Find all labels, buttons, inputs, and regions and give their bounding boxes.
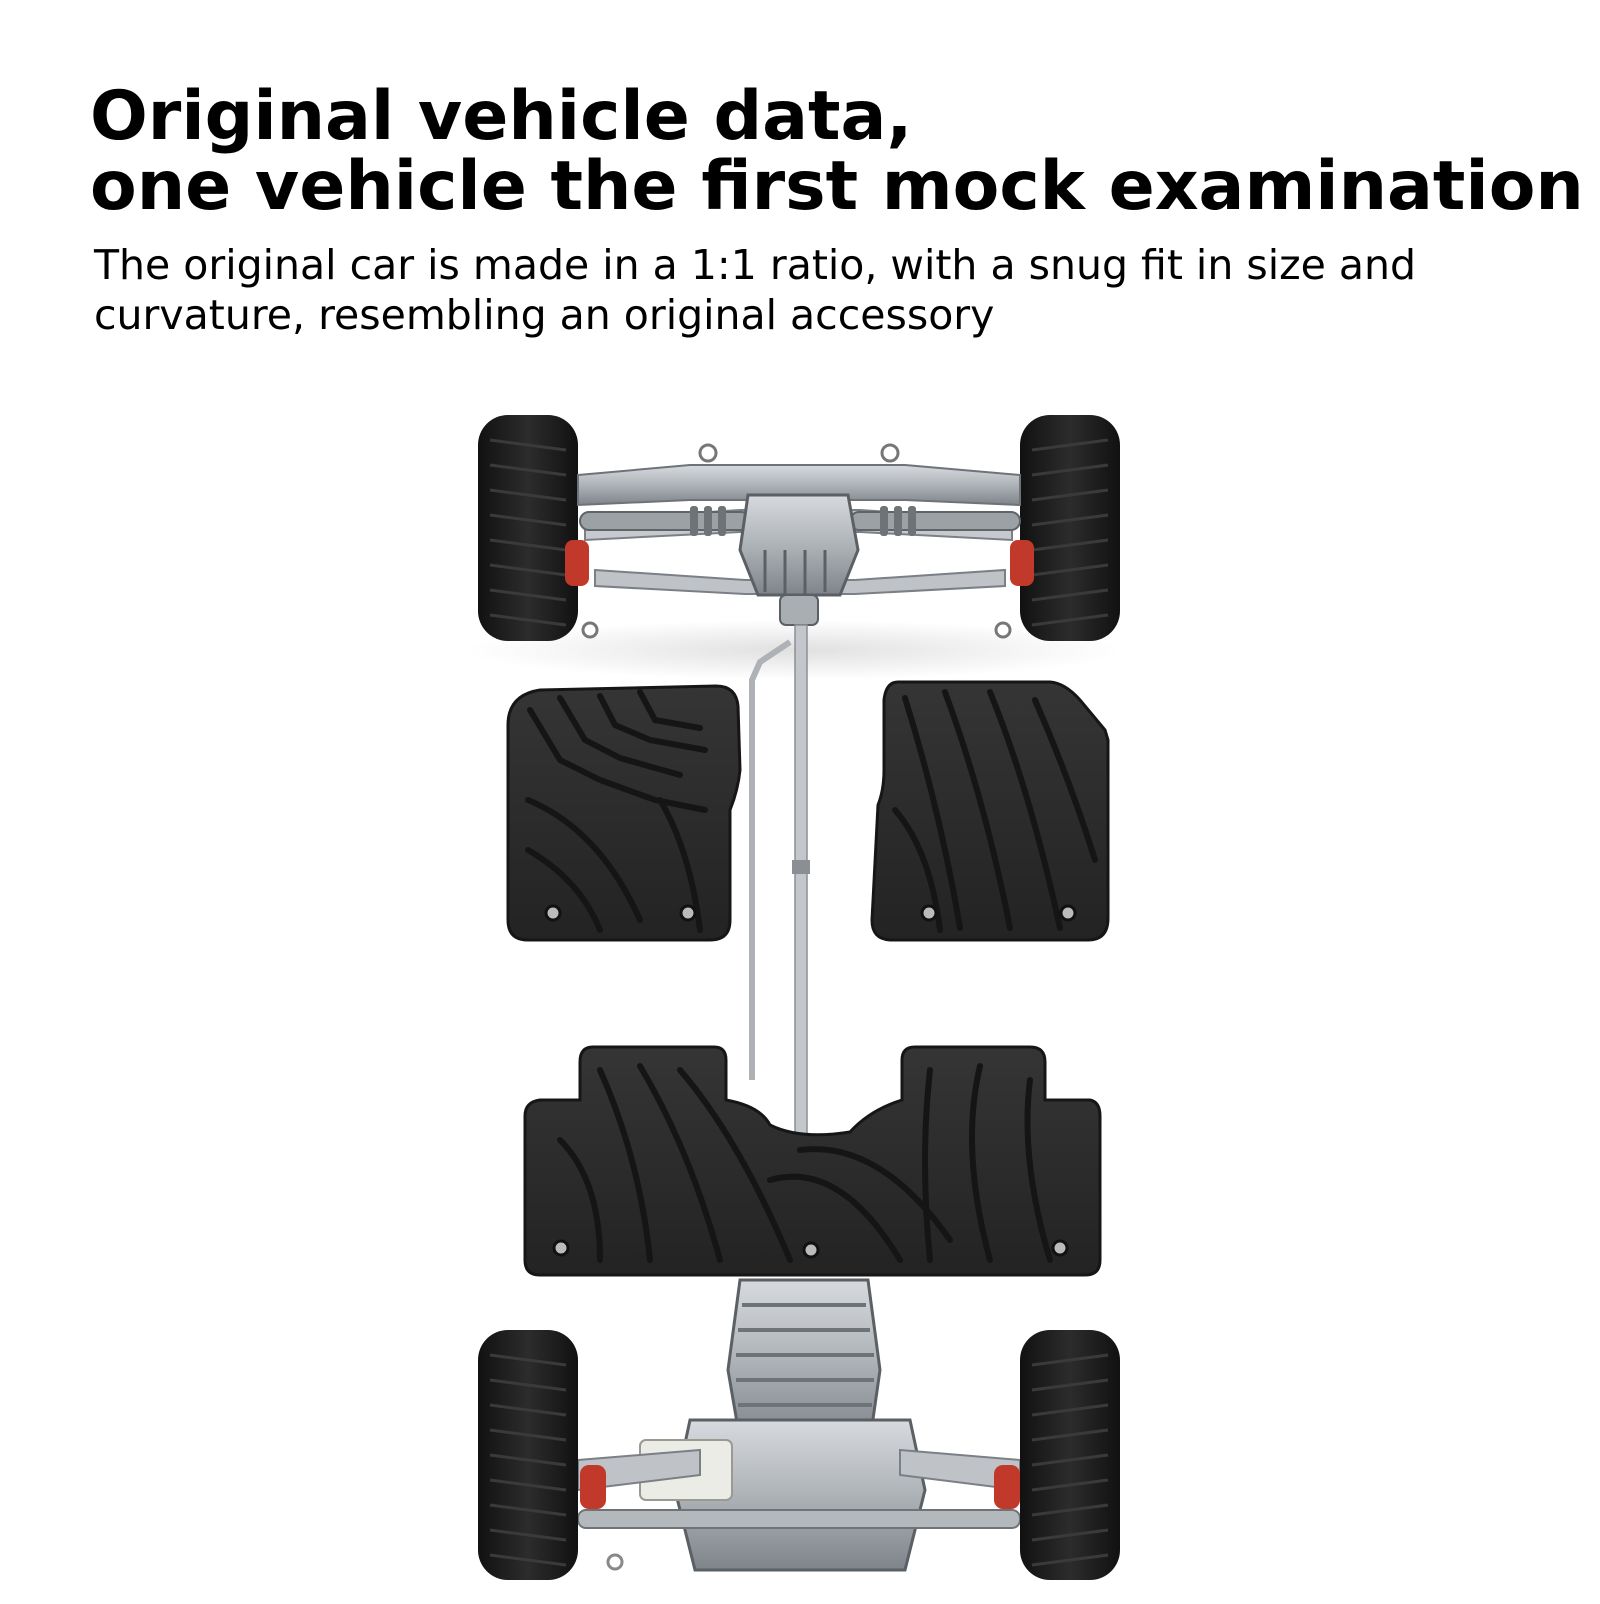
propshaft	[749, 624, 810, 1246]
rear-left-tire	[478, 415, 578, 641]
front-right-floor-mat	[870, 680, 1110, 942]
rear-right-tire	[1020, 415, 1120, 641]
headline-line-2: one vehicle the first mock examination	[90, 147, 1584, 226]
chassis-illustration	[0, 380, 1600, 1600]
subtitle: The original car is made in a 1:1 ratio,…	[94, 241, 1417, 339]
headline: Original vehicle data, one vehicle the f…	[90, 82, 1584, 222]
rear-axle	[465, 415, 1125, 680]
front-right-tire	[1020, 1330, 1120, 1580]
front-axle	[478, 1278, 1120, 1580]
front-left-floor-mat	[506, 684, 742, 942]
rear-floor-mat	[523, 1045, 1102, 1277]
headline-line-1: Original vehicle data,	[90, 77, 913, 156]
front-left-tire	[478, 1330, 578, 1580]
